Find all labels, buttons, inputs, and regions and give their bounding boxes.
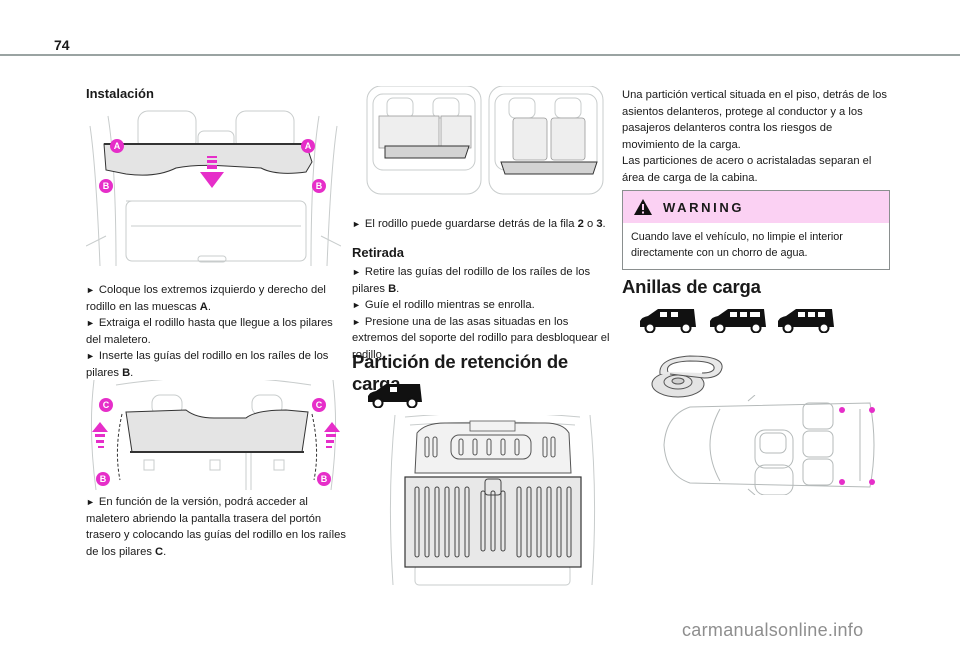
ring-point — [869, 479, 875, 485]
step-item: ►Inserte las guías del rodillo en los ra… — [86, 350, 329, 379]
arrow-bullet-icon: ► — [86, 285, 95, 295]
section-heading-installation: Instalación — [86, 86, 154, 101]
partition-description: Una partición vertical situada en el pis… — [622, 87, 890, 187]
van-2-seat-icon — [640, 309, 696, 333]
label-a-left: A — [114, 141, 121, 151]
step-item: ►El rodillo puede guardarse detrás de la… — [352, 218, 606, 230]
arrow-bullet-icon: ► — [86, 318, 95, 329]
label-b-left: B — [103, 181, 110, 191]
section-heading-removal: Retirada — [352, 245, 405, 260]
figure-roller-blind-installation: A A B B — [86, 110, 341, 267]
page-number: 74 — [54, 37, 70, 53]
ring-point — [839, 479, 845, 485]
label-c-right: C — [316, 400, 323, 410]
arrow-bullet-icon: ► — [86, 351, 95, 362]
step-item: ►Retire las guías del rodillo de los raí… — [352, 266, 591, 295]
warning-body: Cuando lave el vehículo, no limpie el in… — [631, 231, 843, 259]
arrow-bullet-icon: ► — [352, 300, 361, 311]
paragraph: Una partición vertical situada en el pis… — [622, 89, 887, 151]
step-item: ►En función de la versión, podrá acceder… — [86, 496, 346, 558]
warning-title: WARNING — [663, 199, 745, 215]
removal-steps: ►Retire las guías del rodillo de los raí… — [352, 264, 612, 364]
arrow-bullet-icon: ► — [86, 497, 95, 507]
label-b-right: B — [321, 474, 328, 484]
van-icon — [368, 384, 422, 408]
arrow-bullet-icon: ► — [352, 316, 361, 327]
step-item: ►Coloque los extremos izquierdo y derech… — [86, 284, 326, 313]
installation-steps: ►Coloque los extremos izquierdo y derech… — [86, 282, 346, 382]
watermark: carmanualsonline.info — [682, 620, 864, 640]
step-item: ►Presione una de las asas situadas en lo… — [352, 315, 610, 361]
figure-roller-storage-rows — [366, 86, 604, 195]
label-c-left: C — [103, 400, 110, 410]
ring-point — [839, 407, 845, 413]
tailgate-steps: ►En función de la versión, podrá acceder… — [86, 494, 346, 560]
warning-triangle-icon — [634, 199, 652, 215]
label-a-right: A — [305, 141, 312, 151]
figure-roller-blind-tailgate: C C B B — [90, 380, 340, 490]
vehicle-top-view-ring-locations — [663, 395, 875, 495]
step-item: ►Guíe el rodillo mientras se enrolla. — [352, 299, 535, 312]
warning-header: WARNING — [623, 191, 889, 223]
van-7-seat-icon — [778, 309, 834, 333]
arrow-bullet-icon: ► — [352, 267, 361, 277]
arrow-bullet-icon: ► — [352, 219, 361, 229]
label-b-right: B — [316, 181, 323, 191]
figure-cargo-partition — [389, 415, 596, 586]
header-rule — [0, 54, 960, 56]
paragraph: Las particiones de acero o acristaladas … — [622, 155, 872, 184]
storage-step: ►El rodillo puede guardarse detrás de la… — [352, 216, 612, 233]
van-5-seat-icon — [710, 309, 766, 333]
label-b-left: B — [100, 474, 107, 484]
ring-point — [869, 407, 875, 413]
cargo-ring-illustration — [651, 355, 723, 398]
section-heading-cargo-rings: Anillas de carga — [622, 276, 761, 297]
warning-box: WARNING Cuando lave el vehículo, no limp… — [622, 190, 890, 270]
step-item: ►Extraiga el rodillo hasta que llegue a … — [86, 317, 333, 346]
